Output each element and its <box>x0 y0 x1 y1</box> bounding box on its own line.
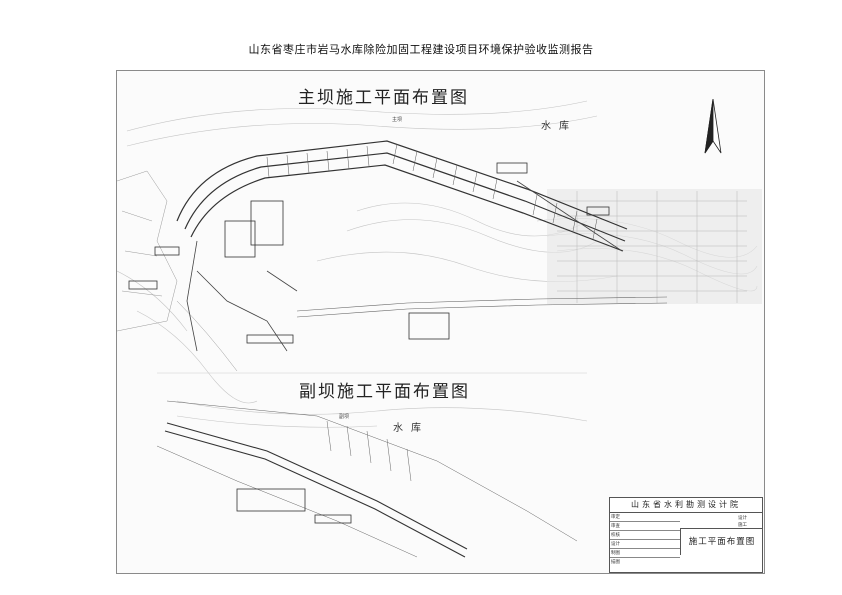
site-plan-drawing <box>117 98 762 558</box>
sub-dam-terrain <box>156 400 578 558</box>
institute-name: 山东省水利勘测设计院 <box>610 498 762 513</box>
river-channel <box>296 296 668 318</box>
drawing-name: 施工平面布置图 <box>680 528 763 555</box>
right-label-construction: 施工 <box>738 523 747 528</box>
construction-roads <box>186 180 623 352</box>
north-arrow-icon <box>704 98 722 154</box>
work-site-boxes <box>128 162 610 344</box>
row-label-checked: 校核 <box>611 533 620 538</box>
sub-dam-lines <box>164 422 468 558</box>
sub-plan-title: 副坝施工平面布置图 <box>299 382 470 402</box>
terrain-left <box>117 170 238 372</box>
main-plan-title: 主坝施工平面布置图 <box>298 88 469 108</box>
main-dam-lines <box>176 140 628 252</box>
drawing-sheet: 主坝施工平面布置图 水库 主坝 副坝施工平面布置图 水库 副坝 山东省水利勘测设… <box>116 70 765 574</box>
report-header: 山东省枣庄市岩马水库除险加固工程建设项目环境保护验收监测报告 <box>248 43 594 56</box>
row-label-approved: 审定 <box>611 515 620 520</box>
sub-work-site-boxes <box>236 488 352 524</box>
right-label-design: 设计 <box>738 516 747 521</box>
sub-dam-label: 副坝 <box>339 414 350 420</box>
title-block: 山东省水利勘测设计院 审定 审查 校核 设计 制图 描图 设计 施工 施工平面布… <box>609 497 763 573</box>
row-label-reviewed: 审查 <box>611 524 620 529</box>
row-label-drawn: 制图 <box>611 551 620 556</box>
main-reservoir-label: 水库 <box>541 121 577 132</box>
main-dam-ticks <box>266 143 598 240</box>
main-dam-label: 主坝 <box>392 117 403 123</box>
village-hatch <box>557 191 747 303</box>
row-label-traced: 描图 <box>611 560 620 565</box>
sub-reservoir-label: 水库 <box>393 423 429 434</box>
village-area-right <box>547 189 762 304</box>
row-label-designed: 设计 <box>611 542 620 547</box>
